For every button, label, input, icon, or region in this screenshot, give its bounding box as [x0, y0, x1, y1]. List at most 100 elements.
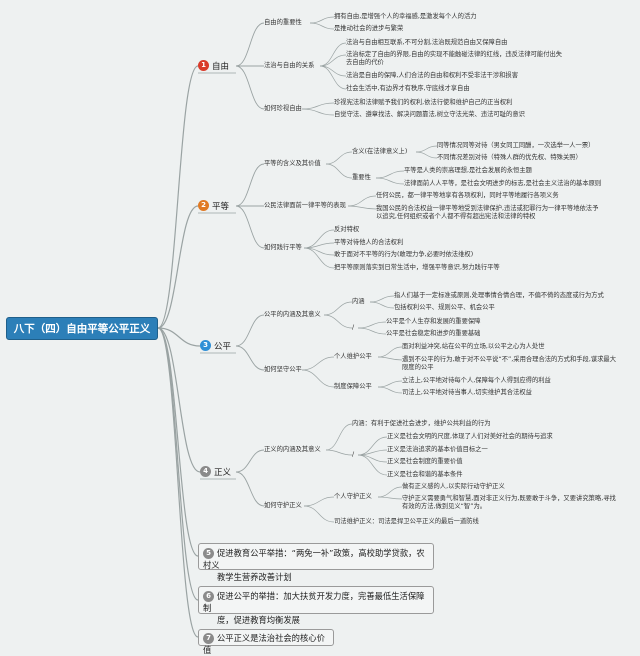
leaf-node: 正义是社会文明的尺度,体现了人们对美好社会的期待与追求 [387, 433, 553, 440]
connector-line [325, 449, 353, 456]
connector-line [323, 314, 353, 329]
box-line: 教学生营养改善计划 [217, 572, 292, 582]
leaf-node: 立法上,公平地对待每个人,保障每个人得到应得的利益 [402, 377, 551, 384]
connector-line [301, 369, 335, 388]
sub-node[interactable]: 正义的内涵及其意义 [264, 446, 321, 453]
leaf-node: 法治与自由相互联系,不可分割,法治既规范自由又保障自由 [346, 39, 508, 46]
leaf-node: 做有正义感的人,以实际行动守护正义 [402, 483, 505, 490]
connector-line [301, 102, 335, 110]
sub-node[interactable]: 如何坚守公平 [264, 366, 302, 373]
sub-node[interactable]: 公平的内涵及其意义 [264, 311, 321, 318]
connector-line [235, 449, 265, 473]
leaf-node: 是推动社会的进步与繁荣 [334, 25, 404, 32]
connector-line [235, 205, 265, 249]
connector-line [377, 356, 403, 361]
number-badge-7: 7 [203, 633, 214, 644]
group-node[interactable]: 重要性 [352, 174, 371, 181]
connector-line [157, 327, 201, 473]
connector-line [157, 65, 199, 329]
connector-line [157, 205, 199, 329]
connector-line [235, 65, 265, 110]
group-node[interactable]: / [352, 451, 355, 458]
box-line: 促进教育公平举措：“两免一补”政策，高校助学贷款，农村义 [203, 548, 425, 570]
number-badge-2: 2 [198, 200, 209, 211]
connector-line [235, 163, 265, 207]
connector-line [347, 205, 377, 210]
leaf-node: 司法上,公平地对待当事人,切实维护其合法权益 [402, 389, 532, 396]
branch-label: 公平 [214, 341, 232, 352]
leaf-node: 把平等原则落实到日常生活中，增强平等意识,努力践行平等 [334, 264, 500, 271]
connector-line [309, 22, 335, 30]
connector-line [357, 321, 387, 329]
sub-node[interactable]: 自由的重要性 [264, 19, 302, 26]
sub-node[interactable]: 如何珍视自由 [264, 105, 302, 112]
number-badge-3: 3 [200, 340, 211, 351]
connector-line [377, 496, 403, 500]
leaf-node: 社会生活中,有边界才有秩序,守底线才享自由 [346, 85, 470, 92]
leaf-node: 平等是人类的崇高理想,是社会发展的永恒主题 [404, 167, 532, 174]
branch-label: 平等 [212, 201, 230, 212]
branch-label: 自由 [212, 61, 230, 72]
group-node[interactable]: 个人维护公平 [334, 353, 372, 360]
group-node[interactable]: 个人守护正义 [334, 493, 372, 500]
leaf-node: 反对特权 [334, 226, 360, 233]
leaf-node: 敢于面对不平等的行为(敢理力争,必要时依法维权) [334, 251, 474, 258]
group-node[interactable]: 内涵 [352, 298, 365, 305]
sub-node[interactable]: 法治与自由的关系 [264, 62, 315, 69]
sub-node[interactable]: 公民法律面前一律平等的表现 [264, 202, 346, 209]
leaf-node: 遇到不公平的行为,敢于对不公平说“不”,采用合理合法的方式和手段,谋求最大限度的… [402, 356, 617, 371]
connector-line [347, 195, 377, 207]
connector-line [319, 54, 347, 67]
leaf-node: 面对利益冲突,站在公平的立场,以公平之心为人处世 [402, 343, 545, 350]
connector-line [325, 151, 353, 165]
connector-line [357, 436, 388, 456]
connector-line [319, 42, 347, 67]
connector-line [157, 327, 201, 347]
connector-line [377, 386, 403, 394]
leaf-node: 公平是社会稳定和进步的重要基础 [386, 330, 481, 337]
connector-line [357, 454, 388, 476]
leaf-node: 拥有自由,是增强个人的幸福感,是激发每个人的活力 [334, 13, 477, 20]
connector-line [303, 496, 335, 507]
connector-line [325, 423, 353, 451]
number-badge-4: 4 [200, 466, 211, 477]
connector-line [415, 151, 438, 159]
sub-node[interactable]: 如何践行平等 [264, 244, 302, 251]
branch-node-fairness[interactable]: 3 公平 [200, 338, 231, 353]
connector-line [375, 170, 405, 179]
group-node[interactable]: / [352, 324, 355, 331]
leaf-node: 正义是社会和谐的基本条件 [387, 471, 463, 478]
leaf-node: 平等对待他人的合法权利 [334, 239, 404, 246]
branch-node-justice[interactable]: 4 正义 [200, 464, 231, 479]
group-node[interactable]: 含义(在法律意义上) [352, 148, 408, 155]
leaf-node: 不同情况差别对待（特殊人群的优先权、特殊关照） [437, 154, 582, 161]
leaf-node: 包括权利公平、规则公平、机会公平 [394, 304, 495, 311]
group-node[interactable]: 司法维护正义：司法是捍卫公平正义的最后一道防线 [334, 518, 479, 525]
branch-label: 正义 [214, 467, 232, 478]
leaf-node: 珍视宪法和法律赋予我们的权利,依法行使和维护自己的正当权利 [334, 99, 513, 106]
connector-line [369, 295, 395, 303]
sub-node[interactable]: 平等的含义及其价值 [264, 160, 321, 167]
connector-line [301, 108, 335, 116]
group-node[interactable]: 内涵：有利于促进社会进步，维护公共利益的行为 [352, 420, 491, 427]
connector-line [319, 65, 347, 90]
leaf-node: 法治标定了自由的界限,自由的实现不能触碰法律的红线，违反法律可能付出失去自由的代… [346, 51, 563, 66]
branch-node-freedom[interactable]: 1 自由 [198, 58, 229, 73]
connector-line [301, 356, 335, 371]
box-line: 促进公平的举措：加大扶贫开发力度，完善最低生活保障制 [203, 591, 425, 613]
leaf-node: 正义是法治追求的基本价值目标之一 [387, 446, 488, 453]
box-line: 公平正义是法治社会的核心价值 [203, 633, 325, 655]
leaf-node: 同等情况同等对待（男女同工同酬，一次选举一人一票） [437, 142, 595, 149]
leaf-node: 守护正义需要勇气和智慧,面对非正义行为,既要敢于斗争，又要讲究策略,寻找有效的方… [402, 495, 616, 510]
group-node[interactable]: 制度保障公平 [334, 383, 372, 390]
branch-node-equality[interactable]: 2 平等 [198, 198, 229, 213]
connector-line [157, 327, 199, 557]
root-node[interactable]: 八下（四）自由平等公平正义 [6, 317, 158, 340]
leaf-node: 任何公民，都一律平等地享有各项权利，同时平等地履行各项义务 [376, 192, 559, 199]
sub-node[interactable]: 如何守护正义 [264, 502, 302, 509]
